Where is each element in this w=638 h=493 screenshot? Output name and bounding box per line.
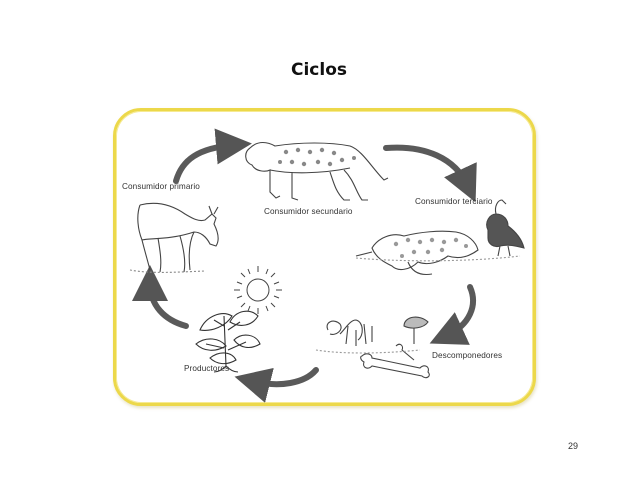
page-title: Ciclos xyxy=(290,60,347,80)
arrow-producers-to-primary xyxy=(132,265,189,329)
label-primary-consumer: Consumidor primario xyxy=(122,182,200,191)
deer-icon xyxy=(129,202,219,273)
label-producers: Productores xyxy=(184,364,230,373)
sun-icon xyxy=(234,266,282,314)
arrow-tertiary-to-decomposers xyxy=(429,284,476,345)
arrow-decomposers-to-producers xyxy=(234,367,319,403)
arrow-primary-to-secondary xyxy=(173,128,252,184)
plant-icon xyxy=(195,310,261,373)
mushroom-and-bones-icon xyxy=(315,316,430,379)
ocelot-icon xyxy=(245,141,389,201)
label-tertiary-consumer: Consumidor terciario xyxy=(415,197,493,206)
page-number: 29 xyxy=(567,441,578,451)
label-decomposers: Descomponedores xyxy=(432,351,503,360)
label-secondary-consumer: Consumidor secundario xyxy=(264,207,353,216)
ocelot-and-vulture-icon xyxy=(355,199,525,276)
cycle-arrows xyxy=(132,128,477,403)
arrow-secondary-to-tertiary xyxy=(383,144,477,203)
